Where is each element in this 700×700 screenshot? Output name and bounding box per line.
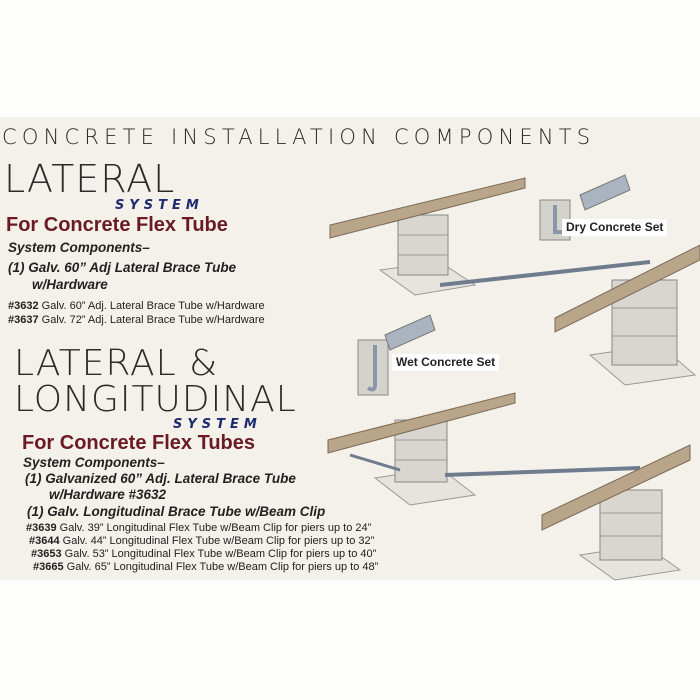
pier-illustration: [578, 489, 682, 581]
lateral-for-label: For Concrete Flex Tube: [6, 214, 228, 236]
pier-illustration: [378, 214, 477, 296]
part-desc: Galv. 65” Longitudinal Flex Tube w/Beam …: [66, 561, 379, 573]
part-desc: Galv. 72” Adj. Lateral Brace Tube w/Hard…: [41, 314, 265, 326]
pier-illustration: [588, 279, 697, 386]
ll-for-label: For Concrete Flex Tubes: [22, 432, 256, 454]
lateral-system-label: SYSTEM: [115, 198, 204, 213]
part-row: #3637 Galv. 72” Adj. Lateral Brace Tube …: [8, 314, 265, 327]
ll-heading-line1: LATERAL &: [14, 343, 219, 384]
steel-beam: [541, 444, 691, 531]
lateral-components-label: System Components–: [8, 240, 150, 255]
lateral-component-line2: w/Hardware: [32, 277, 108, 292]
page-title: CONCRETE INSTALLATION COMPONENTS: [2, 125, 596, 149]
wet-concrete-label: Wet Concrete Set: [392, 354, 500, 371]
ll-system-label: SYSTEM: [173, 417, 262, 432]
ll-component-line2: w/Hardware #3632: [49, 487, 167, 502]
longitudinal-brace-tube: [349, 453, 401, 472]
part-number: #3632: [8, 300, 39, 312]
part-number: #3653: [31, 548, 62, 560]
part-number: #3637: [8, 314, 39, 326]
part-number: #3665: [33, 561, 64, 573]
ll-heading-line2: LONGITUDINAL: [14, 379, 297, 420]
part-number: #3639: [26, 522, 57, 534]
part-row: #3639 Galv. 39” Longitudinal Flex Tube w…: [26, 522, 371, 535]
part-desc: Galv. 53” Longitudinal Flex Tube w/Beam …: [64, 548, 377, 560]
part-row: #3665 Galv. 65” Longitudinal Flex Tube w…: [33, 561, 378, 574]
ll-components-label: System Components–: [23, 455, 165, 470]
lateral-brace-tube: [444, 466, 641, 477]
ll-component2-line1: (1) Galv. Longitudinal Brace Tube w/Beam…: [27, 504, 326, 519]
lateral-brace-tube: [439, 260, 651, 287]
part-desc: Galv. 44” Longitudinal Flex Tube w/Beam …: [62, 535, 375, 547]
part-row: #3653 Galv. 53” Longitudinal Flex Tube w…: [31, 548, 376, 561]
lateral-component-line1: (1) Galv. 60” Adj Lateral Brace Tube: [8, 260, 237, 275]
lateral-heading: LATERAL: [4, 157, 176, 201]
ll-component-line1: (1) Galvanized 60” Adj. Lateral Brace Tu…: [25, 471, 296, 486]
part-row: #3644 Galv. 44” Longitudinal Flex Tube w…: [29, 535, 374, 548]
part-number: #3644: [29, 535, 60, 547]
steel-beam: [327, 392, 516, 454]
steel-beam: [554, 244, 700, 333]
steel-beam: [329, 177, 526, 239]
part-row: #3632 Galv. 60” Adj. Lateral Brace Tube …: [8, 300, 265, 313]
dry-concrete-label: Dry Concrete Set: [562, 219, 668, 236]
part-desc: Galv. 39” Longitudinal Flex Tube w/Beam …: [59, 522, 372, 534]
part-desc: Galv. 60” Adj. Lateral Brace Tube w/Hard…: [41, 300, 265, 312]
